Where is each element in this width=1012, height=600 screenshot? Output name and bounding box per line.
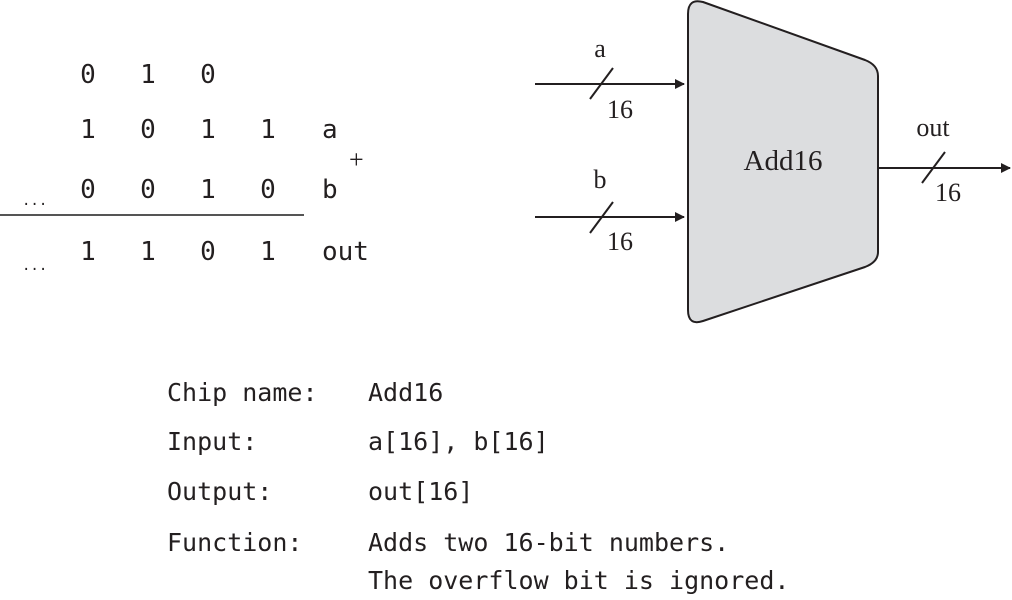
carry-digit: 0: [80, 60, 96, 90]
b-digit: 1: [200, 175, 216, 205]
input-a-width: 16: [607, 95, 633, 124]
out-digit: 0: [200, 237, 216, 267]
spec-value: Add16: [368, 378, 444, 407]
binary-addition-example: 0 1 0 1 0 1 1 a + ... 0 0 1 0 b ... 1 1 …: [0, 60, 369, 274]
out-digit: 1: [260, 237, 276, 267]
bus-slash-icon: [921, 151, 946, 184]
a-digit: 1: [260, 115, 276, 145]
carry-digit: 1: [140, 60, 156, 90]
b-digit: 0: [260, 175, 276, 205]
out-digit: 1: [80, 237, 96, 267]
chip-name-label: Add16: [744, 145, 823, 177]
ellipsis: ...: [22, 193, 47, 209]
input-b-width: 16: [607, 227, 633, 256]
spec-function-row: Function: Adds two 16-bit numbers.: [167, 528, 729, 558]
output-label: out: [916, 113, 950, 142]
plus-sign: +: [349, 145, 364, 174]
spec-value: Adds two 16-bit numbers.: [368, 528, 730, 557]
input-a-label: a: [594, 34, 606, 63]
spec-key: Chip name:: [167, 378, 318, 407]
out-digit: 1: [140, 237, 156, 267]
output-width: 16: [935, 178, 961, 207]
a-row-label: a: [322, 115, 338, 145]
spec-chip-name-row: Chip name: Add16: [167, 378, 443, 408]
spec-key: Output:: [167, 477, 273, 506]
bus-slash-icon: [589, 201, 614, 234]
a-digit: 1: [200, 115, 216, 145]
input-b-label: b: [594, 165, 607, 194]
ellipsis: ...: [22, 258, 47, 274]
spec-function-row-2: The overflow bit is ignored.: [167, 566, 789, 596]
a-digit: 1: [80, 115, 96, 145]
carry-digit: 0: [200, 60, 216, 90]
spec-key: Input:: [167, 427, 258, 456]
spec-key: Function:: [167, 528, 303, 557]
add16-chip-diagram: Add16 a 16 b 16 out 16: [535, 0, 1011, 324]
out-row-label: out: [322, 237, 369, 267]
spec-output-row: Output: out[16]: [167, 477, 473, 507]
bus-slash-icon: [589, 67, 614, 100]
spec-value: a[16], b[16]: [368, 427, 549, 456]
chip-body: [687, 0, 879, 324]
b-digit: 0: [80, 175, 96, 205]
spec-value: The overflow bit is ignored.: [368, 566, 790, 595]
a-digit: 0: [140, 115, 156, 145]
spec-input-row: Input: a[16], b[16]: [167, 427, 549, 457]
b-row-label: b: [322, 175, 338, 205]
spec-value: out[16]: [368, 477, 474, 506]
b-digit: 0: [140, 175, 156, 205]
